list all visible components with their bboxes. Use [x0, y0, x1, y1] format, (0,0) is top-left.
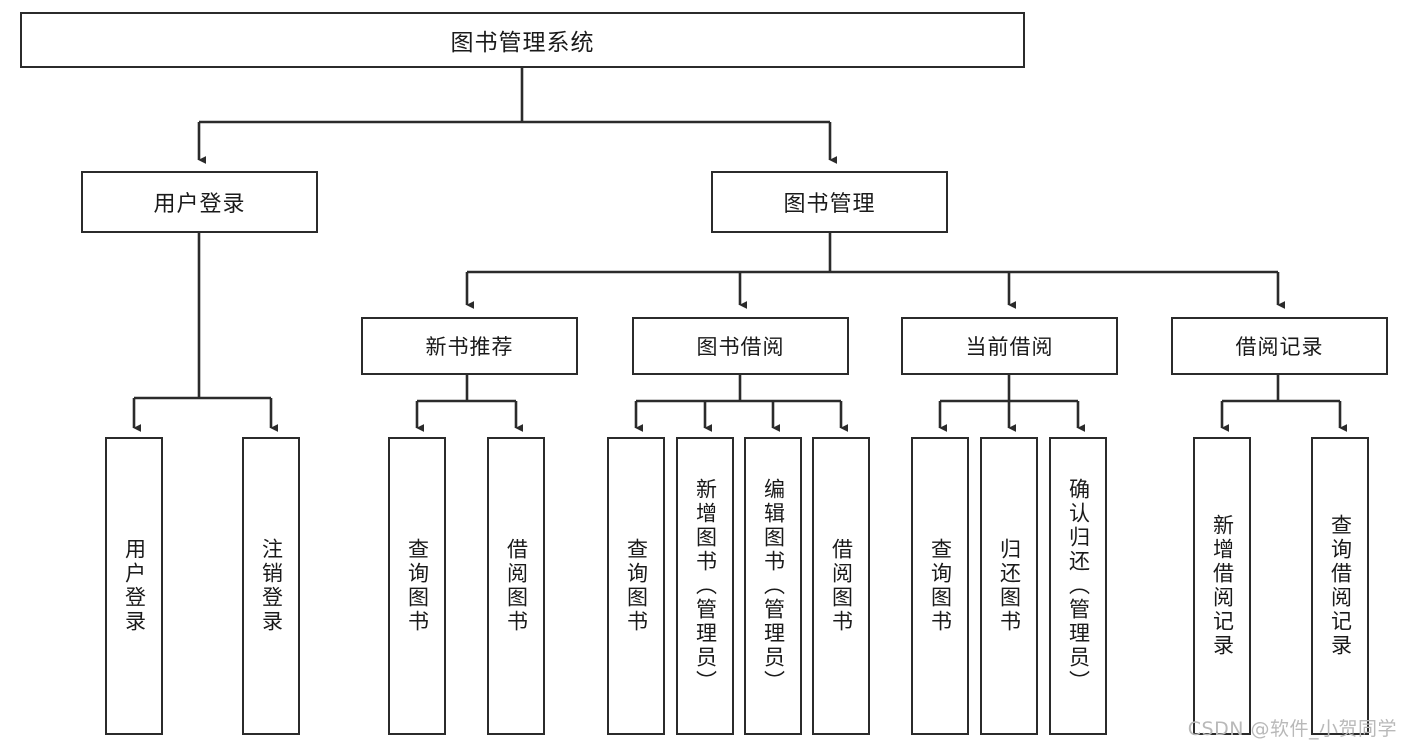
node-borrow-record[interactable]: 借阅记录	[1171, 317, 1388, 375]
node-book-management[interactable]: 图书管理	[711, 171, 948, 233]
node-new-book-recommend-label: 新书推荐	[425, 335, 514, 359]
node-root-label: 图书管理系统	[450, 30, 595, 56]
leaf-user-login-login[interactable]: 用户登录	[105, 437, 163, 735]
leaf-current-confirm-return-admin[interactable]: 确认归还（管理员）	[1049, 437, 1107, 735]
watermark: CSDN @软件_小贺同学	[1187, 718, 1397, 740]
leaf-new-book-borrow[interactable]: 借阅图书	[487, 437, 545, 735]
node-current-borrow[interactable]: 当前借阅	[901, 317, 1118, 375]
leaf-label: 借阅图书	[829, 538, 854, 634]
leaf-label: 编辑图书（管理员）	[761, 478, 786, 694]
leaf-new-book-query[interactable]: 查询图书	[388, 437, 446, 735]
node-user-login-label: 用户登录	[153, 192, 246, 217]
node-root[interactable]: 图书管理系统	[20, 12, 1025, 68]
leaf-label: 新增图书（管理员）	[693, 478, 718, 694]
leaf-borrow-edit-book-admin[interactable]: 编辑图书（管理员）	[744, 437, 802, 735]
leaf-record-add-record[interactable]: 新增借阅记录	[1193, 437, 1251, 735]
leaf-label: 查询图书	[624, 538, 649, 634]
leaf-label: 注销登录	[259, 538, 284, 634]
leaf-label: 查询图书	[928, 538, 953, 634]
node-book-borrow[interactable]: 图书借阅	[632, 317, 849, 375]
node-new-book-recommend[interactable]: 新书推荐	[361, 317, 578, 375]
leaf-label: 新增借阅记录	[1210, 514, 1235, 658]
leaf-borrow-add-book-admin[interactable]: 新增图书（管理员）	[676, 437, 734, 735]
node-borrow-record-label: 借阅记录	[1235, 335, 1324, 359]
leaf-borrow-borrow-book[interactable]: 借阅图书	[812, 437, 870, 735]
leaf-user-login-logout[interactable]: 注销登录	[242, 437, 300, 735]
leaf-label: 归还图书	[997, 538, 1022, 634]
node-book-borrow-label: 图书借阅	[696, 335, 785, 359]
node-current-borrow-label: 当前借阅	[965, 335, 1054, 359]
node-book-management-label: 图书管理	[783, 192, 876, 217]
leaf-borrow-query-book[interactable]: 查询图书	[607, 437, 665, 735]
leaf-label: 查询借阅记录	[1328, 514, 1353, 658]
node-user-login[interactable]: 用户登录	[81, 171, 318, 233]
leaf-label: 确认归还（管理员）	[1066, 478, 1091, 694]
leaf-label: 用户登录	[122, 538, 147, 634]
leaf-record-query-record[interactable]: 查询借阅记录	[1311, 437, 1369, 735]
leaf-label: 借阅图书	[504, 538, 529, 634]
leaf-current-return-book[interactable]: 归还图书	[980, 437, 1038, 735]
leaf-label: 查询图书	[405, 538, 430, 634]
leaf-current-query-book[interactable]: 查询图书	[911, 437, 969, 735]
